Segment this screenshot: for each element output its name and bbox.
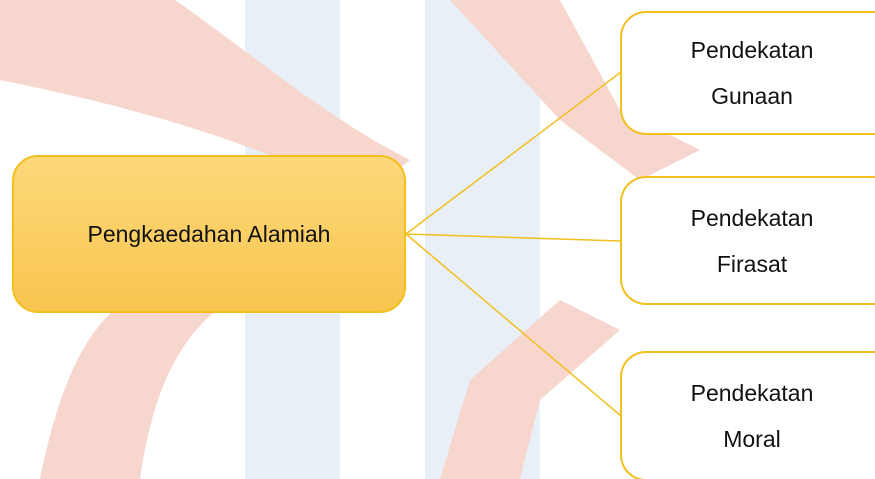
branch-node-line1: Pendekatan bbox=[690, 380, 814, 406]
branch-node-firasat: Pendekatan Firasat bbox=[620, 176, 875, 305]
branch-node-moral: Pendekatan Moral bbox=[620, 351, 875, 479]
root-node: Pengkaedahan Alamiah bbox=[12, 155, 406, 313]
branch-node-line1: Pendekatan bbox=[690, 204, 814, 231]
watermark-red-swoosh-bottom bbox=[40, 300, 230, 479]
branch-node-line1: Pendekatan bbox=[690, 37, 814, 63]
watermark-red-chevron-lower bbox=[440, 300, 620, 479]
branch-node-line2: Moral bbox=[723, 426, 781, 452]
root-node-label: Pengkaedahan Alamiah bbox=[87, 220, 331, 247]
connector-line-gunaan bbox=[405, 71, 622, 235]
connector-line-firasat bbox=[405, 233, 622, 242]
watermark-red-swoosh-top bbox=[0, 0, 410, 200]
branch-node-line2: Firasat bbox=[716, 250, 788, 277]
connector-line-moral bbox=[405, 233, 622, 417]
watermark-red-chevron bbox=[450, 0, 700, 180]
branch-node-line2: Gunaan bbox=[711, 83, 793, 109]
branch-node-gunaan: Pendekatan Gunaan bbox=[620, 11, 875, 135]
